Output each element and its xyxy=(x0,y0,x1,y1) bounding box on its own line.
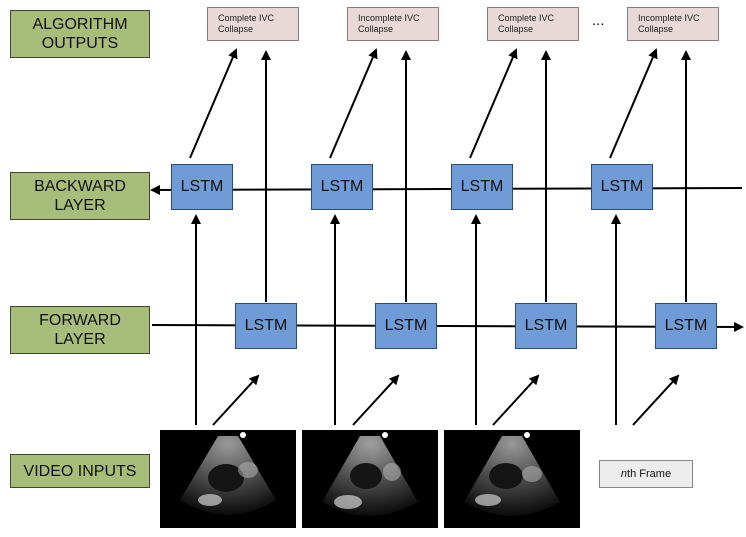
forward-lstm-cell: LSTM xyxy=(375,303,437,349)
output-box: Incomplete IVC Collapse xyxy=(627,7,719,41)
nth-frame-text: th Frame xyxy=(627,468,672,480)
ellipsis: ... xyxy=(592,12,605,29)
forward-layer-label: FORWARD LAYER xyxy=(10,306,150,354)
backward-lstm-cell: LSTM xyxy=(451,164,513,210)
nth-frame-index: n xyxy=(620,468,628,480)
video-inputs-label: VIDEO INPUTS xyxy=(10,454,150,488)
forward-lstm-cell: LSTM xyxy=(235,303,297,349)
ultrasound-frame xyxy=(444,430,580,528)
forward-lstm-cell: LSTM xyxy=(515,303,577,349)
algorithm-outputs-label: ALGORITHM OUTPUTS xyxy=(10,10,150,58)
backward-lstm-cell: LSTM xyxy=(171,164,233,210)
forward-lstm-cell: LSTM xyxy=(655,303,717,349)
ultrasound-frame xyxy=(302,430,438,528)
backward-layer-label: BACKWARD LAYER xyxy=(10,172,150,220)
output-box: Complete IVC Collapse xyxy=(207,7,299,41)
backward-lstm-cell: LSTM xyxy=(591,164,653,210)
ultrasound-frame xyxy=(160,430,296,528)
output-box: Incomplete IVC Collapse xyxy=(347,7,439,41)
output-box: Complete IVC Collapse xyxy=(487,7,579,41)
backward-lstm-cell: LSTM xyxy=(311,164,373,210)
